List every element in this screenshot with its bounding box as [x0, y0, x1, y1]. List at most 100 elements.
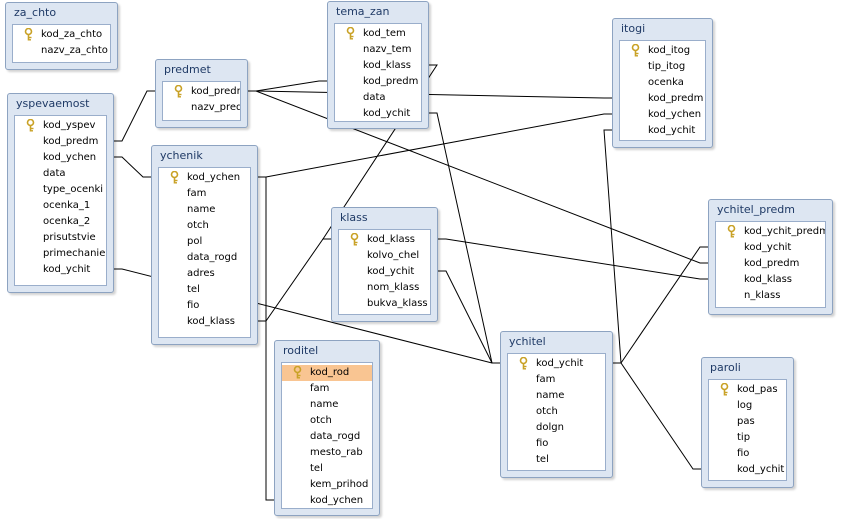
relationship-line[interactable]	[429, 112, 500, 364]
field-row[interactable]: name	[159, 202, 250, 218]
field-row[interactable]: pas	[709, 414, 786, 430]
field-row[interactable]: nazv_tem	[335, 42, 421, 58]
primary-key-field[interactable]: kod_rod	[282, 365, 372, 381]
primary-key-field[interactable]: kod_za_chto	[13, 27, 110, 43]
primary-key-field[interactable]: kod_tem	[335, 26, 421, 42]
table-title[interactable]: tema_zan	[336, 5, 390, 18]
field-row[interactable]: fam	[508, 372, 605, 388]
field-row[interactable]: kod_klass	[716, 272, 825, 288]
table-title[interactable]: klass	[340, 211, 368, 224]
field-row[interactable]: fio	[508, 436, 605, 452]
field-row[interactable]: kod_ychit	[716, 240, 825, 256]
primary-key-field[interactable]: kod_itog	[620, 43, 705, 59]
field-row[interactable]: kolvo_chel	[339, 248, 430, 264]
relationship-line[interactable]	[438, 238, 708, 280]
relationship-line[interactable]	[322, 64, 438, 240]
field-row[interactable]: bukva_klass	[339, 296, 430, 312]
field-row[interactable]: tel	[159, 282, 250, 298]
field-row[interactable]: fio	[159, 298, 250, 314]
field-row[interactable]: tip	[709, 430, 786, 446]
field-row[interactable]: pol	[159, 234, 250, 250]
table-title[interactable]: roditel	[283, 344, 319, 357]
table-title[interactable]: za_chto	[14, 6, 57, 19]
table-title[interactable]: ychenik	[160, 149, 203, 162]
relationship-line[interactable]	[114, 268, 500, 364]
primary-key-field[interactable]: kod_yspev	[15, 118, 106, 134]
field-row[interactable]: tip_itog	[620, 59, 705, 75]
table-title[interactable]: yspevaemost	[16, 97, 90, 110]
relationship-line[interactable]	[114, 156, 151, 178]
field-row[interactable]: ocenka_2	[15, 214, 106, 230]
table-title[interactable]: paroli	[710, 361, 741, 374]
relationship-line[interactable]	[248, 90, 612, 99]
field-row[interactable]: n_klass	[716, 288, 825, 304]
field-row[interactable]: otch	[508, 404, 605, 420]
field-row[interactable]: data_rogd	[159, 250, 250, 266]
field-row[interactable]: otch	[159, 218, 250, 234]
relationship-line[interactable]	[603, 129, 622, 364]
field-row[interactable]: kod_ychit	[15, 262, 106, 278]
table-predmet[interactable]: predmet kod_predmnazv_predm	[155, 59, 248, 128]
relationship-line[interactable]	[258, 113, 612, 178]
field-row[interactable]: nom_klass	[339, 280, 430, 296]
relationship-line[interactable]	[613, 362, 701, 470]
field-row[interactable]: log	[709, 398, 786, 414]
field-row[interactable]: fam	[159, 186, 250, 202]
table-title[interactable]: predmet	[164, 63, 211, 76]
relationship-line[interactable]	[613, 246, 708, 364]
field-row[interactable]: name	[282, 397, 372, 413]
relationship-line[interactable]	[258, 238, 331, 322]
field-row[interactable]: kem_prihod	[282, 477, 372, 493]
field-row[interactable]: tel	[282, 461, 372, 477]
relationship-line[interactable]	[438, 270, 500, 364]
field-row[interactable]: ocenka_1	[15, 198, 106, 214]
field-row[interactable]: ocenka	[620, 75, 705, 91]
field-row[interactable]: fio	[709, 446, 786, 462]
field-row[interactable]: mesto_rab	[282, 445, 372, 461]
field-row[interactable]: dolgn	[508, 420, 605, 436]
field-row[interactable]: kod_klass	[159, 314, 250, 330]
table-title[interactable]: itogi	[621, 22, 646, 35]
field-row[interactable]: nazv_za_chto	[13, 43, 110, 59]
field-row[interactable]: kod_ychit	[335, 106, 421, 121]
field-row[interactable]: kod_klass	[335, 58, 421, 74]
table-title[interactable]: ychitel	[509, 335, 546, 348]
field-row[interactable]: adres	[159, 266, 250, 282]
field-row[interactable]: data_rogd	[282, 429, 372, 445]
primary-key-field[interactable]: kod_ychit	[508, 356, 605, 372]
field-row[interactable]: kod_ychit	[620, 123, 705, 139]
field-row[interactable]: data	[15, 166, 106, 182]
field-row[interactable]: kod_predm	[716, 256, 825, 272]
primary-key-field[interactable]: kod_pas	[709, 382, 786, 398]
field-row[interactable]: kod_ychen	[282, 493, 372, 508]
field-row[interactable]: kod_predm	[335, 74, 421, 90]
field-row[interactable]: kod_predm	[620, 91, 705, 107]
field-row[interactable]: primechanie	[15, 246, 106, 262]
field-list[interactable]: kod_predmnazv_predm	[162, 81, 241, 121]
field-row[interactable]: kod_ychit	[339, 264, 430, 280]
field-row[interactable]: kod_ychen	[620, 107, 705, 123]
relationship-line[interactable]	[248, 80, 327, 92]
field-row[interactable]: kod_ychen	[15, 150, 106, 166]
field-row[interactable]: tel	[508, 452, 605, 468]
field-row[interactable]: otch	[282, 413, 372, 429]
primary-key-field[interactable]: kod_ychen	[159, 170, 250, 186]
table-title[interactable]: ychitel_predm	[717, 203, 795, 216]
relationship-line[interactable]	[258, 176, 274, 501]
